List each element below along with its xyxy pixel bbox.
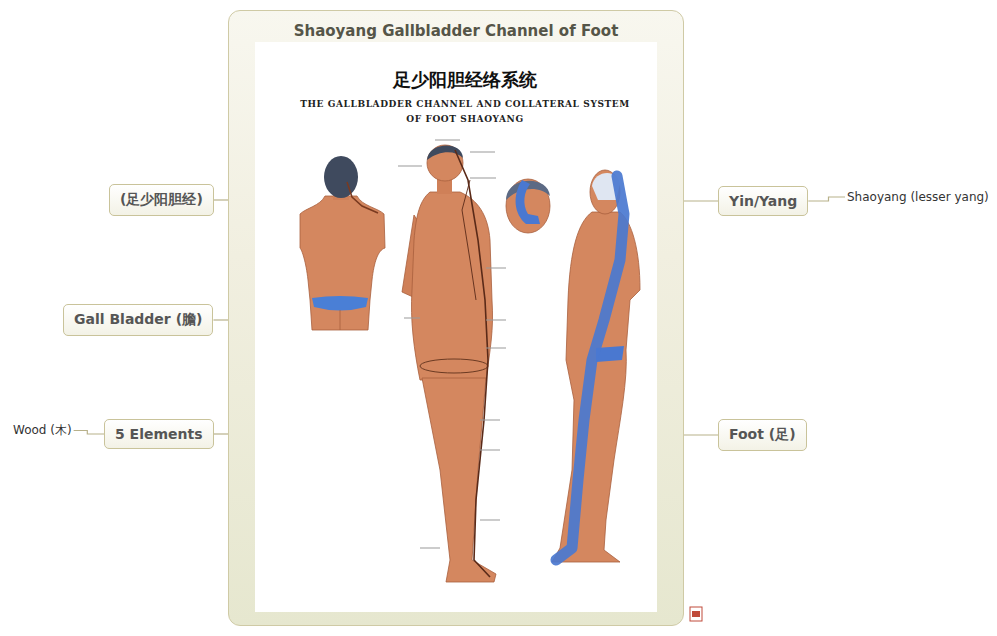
branch-connector <box>684 200 718 201</box>
poster-title: 足少阳胆经络系统 <box>355 68 575 92</box>
poster-subtitle: THE GALLBLADDER CHANNEL AND COLLATERAL S… <box>300 97 630 127</box>
branch-connector <box>74 431 104 435</box>
panel-ground <box>229 11 684 626</box>
branch-box: 5 Elements <box>104 419 214 449</box>
node-label: (足少阳胆经) <box>120 191 203 209</box>
leaf-text: Shaoyang (lesser yang) <box>845 189 991 205</box>
attachment-icon <box>690 607 702 621</box>
profile-head <box>506 179 550 233</box>
branch-connector <box>808 197 845 201</box>
topic-title: Shaoyang Gallbladder Channel of Foot <box>229 11 683 40</box>
poster-ticks <box>398 140 506 548</box>
node-label: Yin/Yang <box>729 193 797 209</box>
branch-box: (足少阳胆经) <box>109 184 214 216</box>
branch-connector <box>213 319 228 320</box>
channel-figure <box>552 170 640 562</box>
leaf-text: Wood (木) <box>11 421 74 440</box>
node-label: Shaoyang (lesser yang) <box>847 190 989 204</box>
branch-connector <box>684 434 718 435</box>
node-label: Wood (木) <box>13 422 72 439</box>
poster <box>255 42 657 612</box>
back-figure <box>300 156 385 330</box>
branch-box: Gall Bladder (膽) <box>63 304 213 336</box>
branch-connector <box>214 433 228 434</box>
side-figure <box>402 145 496 582</box>
node-label: 5 Elements <box>115 426 203 442</box>
branch-box: Yin/Yang <box>718 186 808 216</box>
node-label: Foot (足) <box>729 426 796 444</box>
node-label: Gall Bladder (膽) <box>74 311 202 329</box>
branch-connector <box>214 199 228 200</box>
branch-box: Foot (足) <box>718 419 807 451</box>
